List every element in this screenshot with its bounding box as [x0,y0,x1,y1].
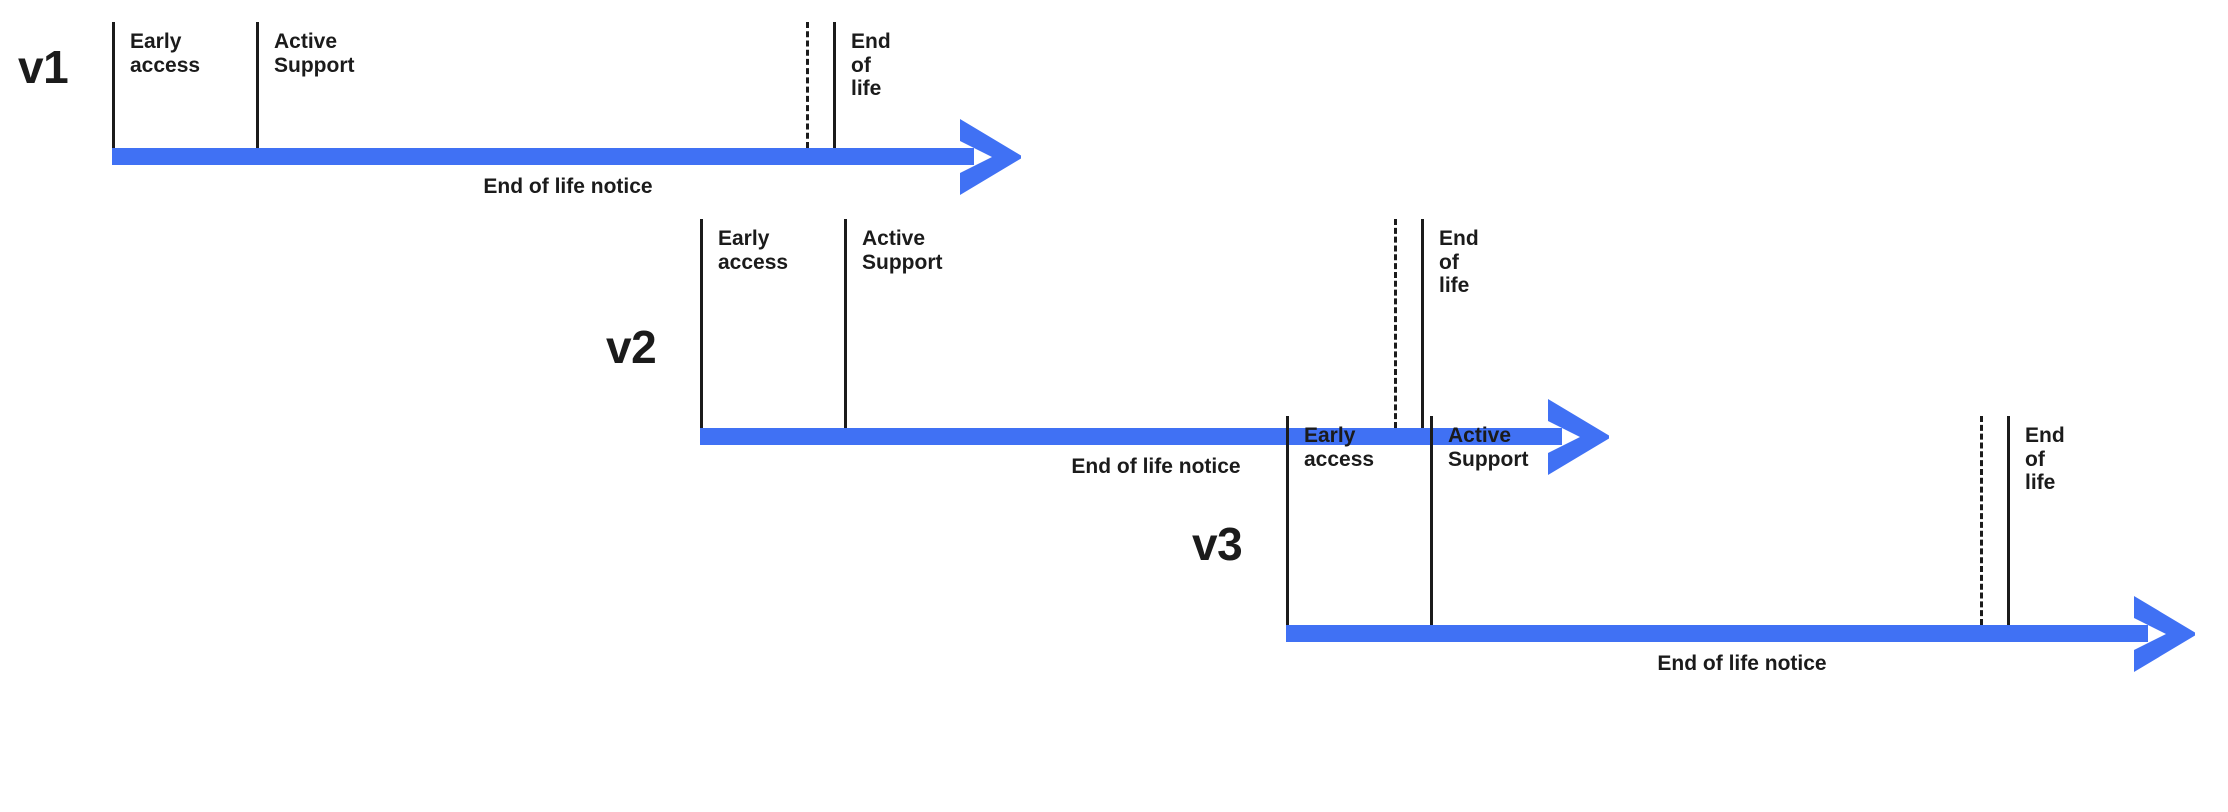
timeline-arrow-shaft-v3 [1286,625,2148,642]
start-boundary-v2 [700,219,703,428]
early-access-boundary-v1 [256,22,259,148]
end-of-life-notice-label-v3: End of life notice [1657,652,1827,675]
start-boundary-v1 [112,22,115,148]
eol-notice-boundary-v1 [806,22,809,148]
start-boundary-v3 [1286,416,1289,625]
timeline-arrow-shaft-v1 [112,148,974,165]
eol-notice-boundary-v3 [1980,416,1983,625]
early-access-label-v3: Early access [1304,424,1375,471]
timeline-arrow-shaft-v2 [700,428,1562,445]
end-of-life-label-v2: End of life [1439,227,1479,298]
end-of-life-label-v1: End of life [851,30,891,101]
early-access-label-v1: Early access [130,30,201,77]
active-support-label-v1: Active Support [274,30,355,77]
active-support-label-v2: Active Support [862,227,943,274]
end-of-life-notice-label-v1: End of life notice [483,175,653,198]
end-of-life-boundary-v2 [1421,219,1424,428]
active-support-label-v3: Active Support [1448,424,1529,471]
end-of-life-notice-label-v2: End of life notice [1071,455,1241,478]
early-access-label-v2: Early access [718,227,789,274]
end-of-life-boundary-v3 [2007,416,2010,625]
timeline-arrow-head-v3 [2120,594,2212,674]
version-label-v1: v1 [18,41,69,93]
timeline-arrow-head-v2 [1534,397,1626,477]
version-label-v3: v3 [1192,518,1243,570]
end-of-life-label-v3: End of life [2025,424,2065,495]
early-access-boundary-v3 [1430,416,1433,625]
eol-notice-boundary-v2 [1394,219,1397,428]
timeline-arrow-head-v1 [946,117,1038,197]
end-of-life-boundary-v1 [833,22,836,148]
early-access-boundary-v2 [844,219,847,428]
version-label-v2: v2 [606,321,657,373]
